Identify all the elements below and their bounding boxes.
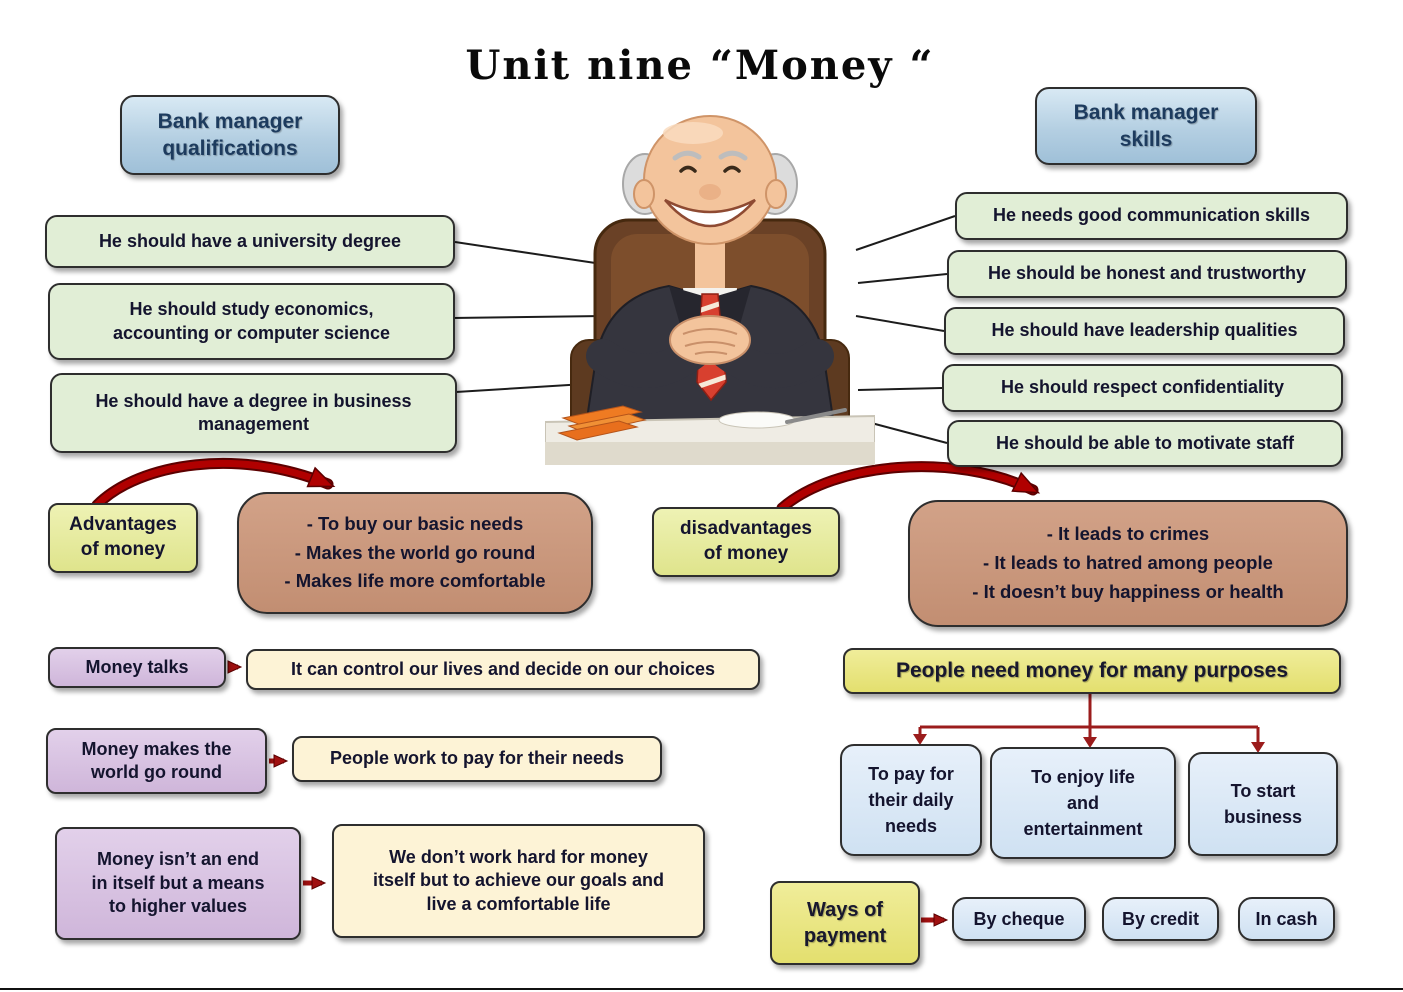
skill-item: He needs good communication skills [955, 192, 1348, 240]
purposes-header: People need money for many purposes [843, 648, 1341, 694]
disadvantages-arrow [776, 461, 1041, 514]
qualifications-header: Bank manager qualifications [120, 95, 340, 175]
disadvantages-points: - It leads to crimes - It leads to hatre… [908, 500, 1348, 627]
idiom-arrows [227, 660, 949, 927]
advantages-points: - To buy our basic needs - Makes the wor… [237, 492, 593, 614]
idiom-label: Money isn’t an end in itself but a means… [55, 827, 301, 940]
payment-item: In cash [1238, 897, 1335, 941]
purposes-tree-arrowheads [913, 734, 1265, 753]
skill-item: He should have leadership qualities [944, 307, 1345, 355]
purpose-item: To start business [1188, 752, 1338, 856]
qualification-item: He should have a university degree [45, 215, 455, 268]
disadvantages-label: disadvantages of money [652, 507, 840, 577]
purpose-item: To enjoy life and entertainment [990, 747, 1176, 859]
idiom-meaning: We don’t work hard for money itself but … [332, 824, 705, 938]
idiom-meaning: People work to pay for their needs [292, 736, 662, 782]
qualification-connectors [451, 241, 605, 393]
idiom-label: Money makes the world go round [46, 728, 267, 794]
idiom-label: Money talks [48, 647, 226, 688]
payment-item: By credit [1102, 897, 1219, 941]
skill-item: He should be able to motivate staff [947, 420, 1343, 467]
bank-manager-cartoon [544, 115, 876, 467]
page-title: Unit nine “Money “ [465, 42, 935, 89]
skill-item: He should respect confidentiality [942, 364, 1343, 412]
pen-icon [785, 408, 847, 424]
skill-item: He should be honest and trustworthy [947, 250, 1347, 298]
qualification-item: He should have a degree in business mana… [50, 373, 457, 453]
payment-header: Ways of payment [770, 881, 920, 965]
money-stack-icon [557, 405, 647, 441]
payment-item: By cheque [952, 897, 1086, 941]
skills-header: Bank manager skills [1035, 87, 1257, 165]
idiom-meaning: It can control our lives and decide on o… [246, 649, 760, 690]
paper-icon [718, 411, 796, 429]
advantages-label: Advantages of money [48, 503, 198, 573]
page-bottom-border [0, 988, 1403, 990]
advantages-arrow [91, 457, 336, 511]
purposes-tree [918, 694, 1260, 743]
qualification-item: He should study economics, accounting or… [48, 283, 455, 360]
skill-connectors [855, 215, 956, 444]
bank-manager-illustration [544, 100, 876, 467]
purpose-item: To pay for their daily needs [840, 744, 982, 856]
